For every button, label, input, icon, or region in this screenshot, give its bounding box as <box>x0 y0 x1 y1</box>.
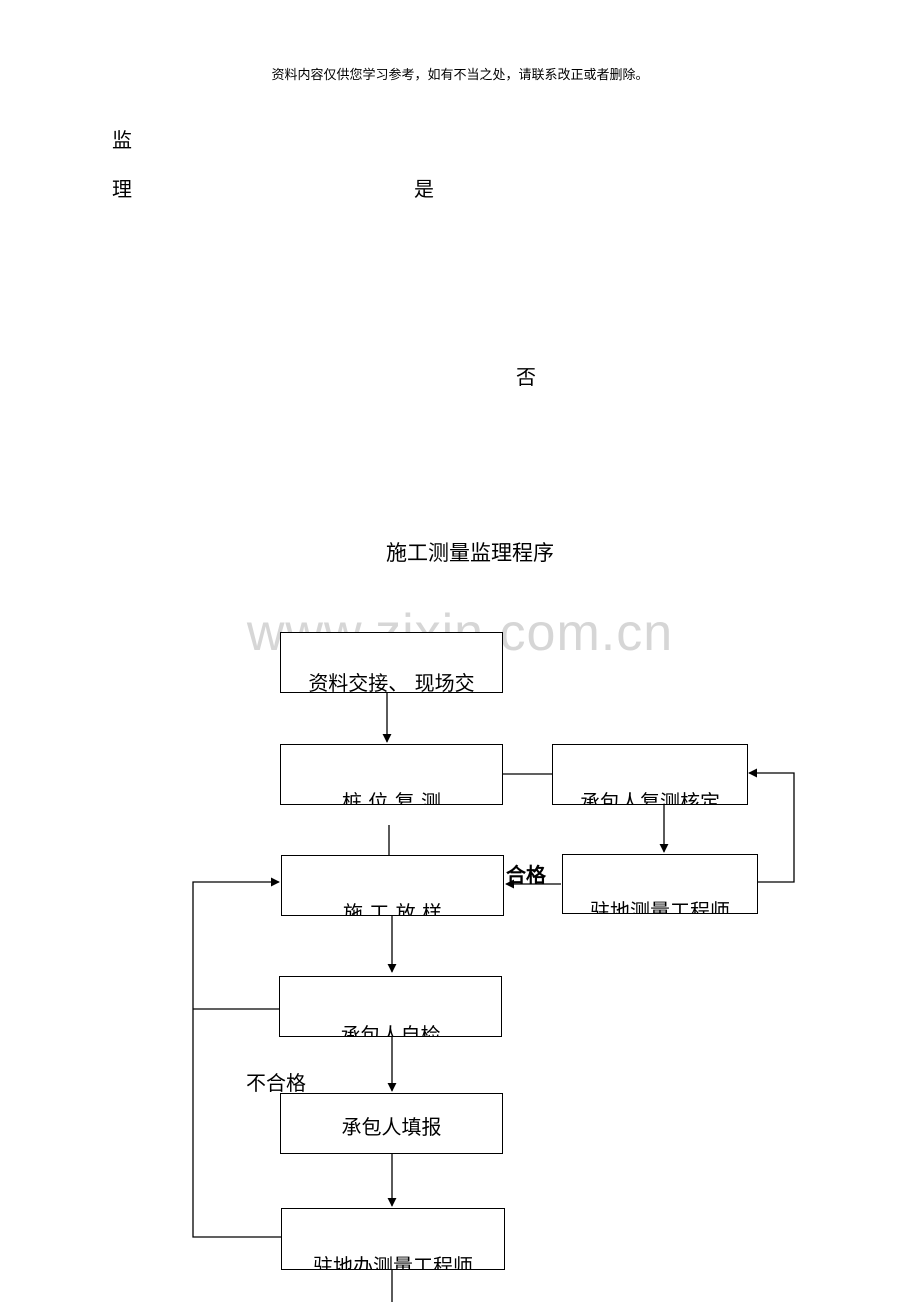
box-construction-layout-label: 施 工 放 样 <box>342 901 443 916</box>
side-char-jian: 监 <box>112 128 132 152</box>
flowchart-title: 施工测量监理程序 <box>386 541 554 565</box>
box-resident-engineer-label: 驻地测量工程师 <box>590 899 730 914</box>
box-contractor-recheck: 承包人复测核定 <box>552 744 748 805</box>
box-resident-engineer: 驻地测量工程师 <box>562 854 758 914</box>
box-construction-layout: 施 工 放 样 <box>281 855 504 916</box>
box-contractor-report-label: 承包人填报 <box>341 1115 442 1139</box>
box-contractor-selfcheck-label: 承包人自检 <box>340 1023 441 1037</box>
box-data-handover-label: 资料交接、 现场交 <box>308 671 475 693</box>
side-char-li: 理 <box>112 177 132 201</box>
side-char-shi: 是 <box>414 177 434 201</box>
arrow-loop-back-to-contractor <box>748 768 795 883</box>
label-pass: 合格 <box>506 863 546 887</box>
box-resident-office-engineer: 驻地办测量工程师 <box>281 1208 505 1270</box>
document-header-notice: 资料内容仅供您学习参考，如有不当之处，请联系改正或者删除。 <box>271 68 649 83</box>
box-resident-office-engineer-label: 驻地办测量工程师 <box>313 1254 473 1270</box>
side-char-fou: 否 <box>516 365 536 389</box>
arrow-fail-loop-back <box>192 877 281 1238</box>
box-contractor-recheck-label: 承包人复测核定 <box>580 790 720 805</box>
box-contractor-report: 承包人填报 <box>280 1093 503 1154</box>
label-fail: 不合格 <box>246 1071 306 1095</box>
box-data-handover: 资料交接、 现场交 <box>280 632 503 693</box>
box-stake-recheck: 桩 位 复 测 <box>280 744 503 805</box>
box-contractor-selfcheck: 承包人自检 <box>279 976 502 1037</box>
box-stake-recheck-label: 桩 位 复 测 <box>341 790 442 805</box>
